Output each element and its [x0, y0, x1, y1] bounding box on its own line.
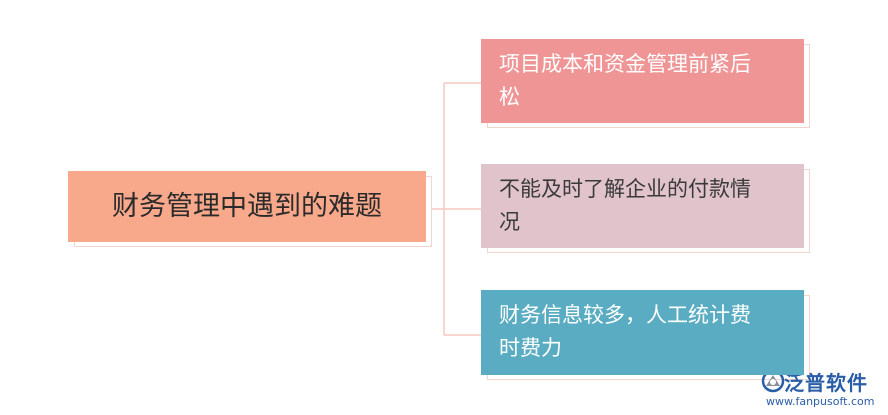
child-node-1: 项目成本和资金管理前紧后 松	[481, 39, 810, 128]
child-node-2-line-1: 不能及时了解企业的付款情	[499, 177, 751, 201]
root-node-face	[68, 171, 426, 242]
child-node-1-line-1: 项目成本和资金管理前紧后	[499, 52, 751, 76]
child-node-3-face	[481, 290, 804, 375]
watermark-logo: 泛普软件 www.fanpusoft.com	[760, 366, 884, 412]
watermark-url: www.fanpusoft.com	[766, 395, 875, 408]
root-node: 财务管理中遇到的难题	[68, 171, 432, 247]
child-node-1-line-2: 松	[499, 85, 520, 109]
child-node-2-face	[481, 164, 804, 248]
child-node-2-line-2: 况	[499, 210, 520, 234]
child-node-3-line-2: 时费力	[499, 336, 562, 360]
child-node-1-label: 项目成本和资金管理前紧后 松	[499, 48, 794, 114]
watermark-brand: 泛普软件	[784, 371, 868, 395]
fanpu-logo-icon	[761, 369, 785, 393]
child-node-3-line-1: 财务信息较多，人工统计费	[499, 303, 751, 327]
child-node-2-label: 不能及时了解企业的付款情 况	[499, 173, 794, 239]
child-node-3: 财务信息较多，人工统计费 时费力	[481, 290, 810, 380]
child-node-2: 不能及时了解企业的付款情 况	[481, 164, 810, 253]
child-node-1-face	[481, 39, 804, 123]
root-node-label: 财务管理中遇到的难题	[112, 191, 382, 222]
child-node-3-label: 财务信息较多，人工统计费 时费力	[499, 299, 794, 365]
